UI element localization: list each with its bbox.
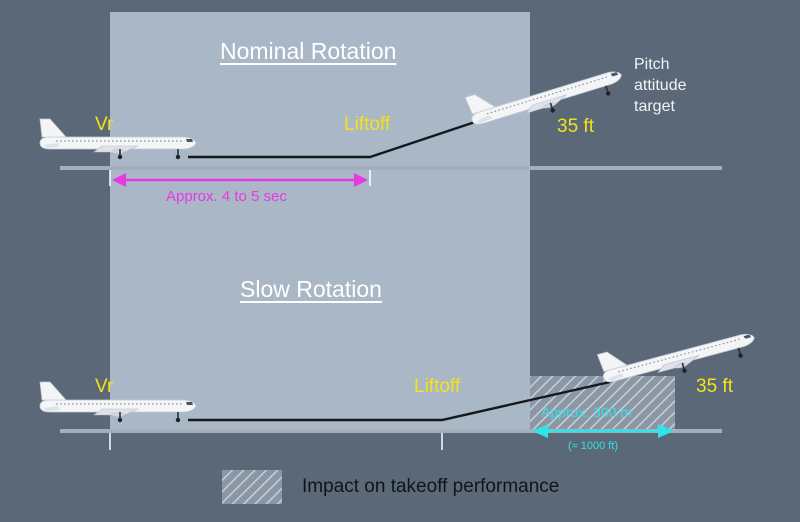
duration-label: Approx. 4 to 5 sec xyxy=(166,188,287,205)
nominal-rotation-title: Nominal Rotation xyxy=(220,38,397,64)
aircraft-slow-ground xyxy=(39,381,197,424)
slow-rotation-title: Slow Rotation xyxy=(240,276,382,302)
liftoff-label-nominal: Liftoff xyxy=(344,114,391,135)
distance-sub-label: (≈ 1000 ft) xyxy=(568,440,619,452)
trajectory-slow xyxy=(188,380,611,422)
altitude-label-slow: 35 ft xyxy=(696,376,733,397)
pitch-attitude-label: Pitch attitude target xyxy=(634,56,687,115)
rotation-panel xyxy=(110,12,530,432)
trajectory-nominal xyxy=(188,115,491,159)
distance-label: Approx. 300 m xyxy=(541,404,633,420)
vr-label-nominal: Vr xyxy=(95,114,114,135)
liftoff-label-slow: Liftoff xyxy=(414,376,461,397)
altitude-label-nominal: 35 ft xyxy=(557,116,594,137)
runway-nominal xyxy=(60,166,722,170)
runway-slow xyxy=(60,429,722,433)
duration-arrow xyxy=(112,173,368,187)
distance-arrow xyxy=(532,424,674,438)
aircraft-nominal-airborne xyxy=(464,51,627,137)
legend-swatch xyxy=(222,470,282,504)
vr-label-slow: Vr xyxy=(95,376,114,397)
aircraft-nominal-ground xyxy=(39,118,197,160)
legend-label: Impact on takeoff performance xyxy=(302,476,560,497)
